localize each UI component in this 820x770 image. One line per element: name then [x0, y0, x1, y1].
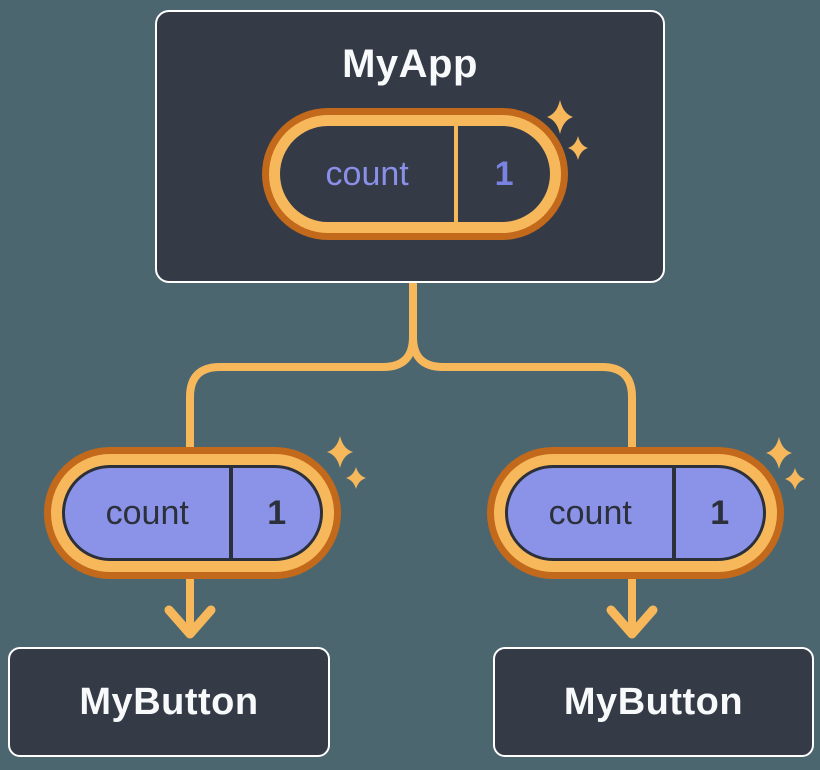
- state-pill-root: count 1: [262, 108, 568, 240]
- node-title: MyApp: [342, 42, 478, 86]
- sparkle-icon: [327, 436, 353, 468]
- prop-pill-ring: count 1: [494, 454, 777, 572]
- arrow-down-icon: [164, 605, 216, 639]
- state-pill-body: count 1: [280, 126, 550, 222]
- sparkle-icon: [346, 467, 366, 489]
- node-title: MyButton: [79, 680, 259, 723]
- prop-name: count: [105, 493, 189, 532]
- child-node-mybutton-right: MyButton: [493, 647, 814, 757]
- pill-divider: [672, 468, 677, 558]
- prop-value: 1: [710, 493, 730, 532]
- sparkle-icon: [766, 437, 792, 469]
- prop-pill-right: count 1: [487, 447, 784, 579]
- state-pill-ring: count 1: [269, 115, 561, 233]
- prop-pill-ring: count 1: [51, 454, 334, 572]
- arrow-down-icon: [606, 605, 658, 639]
- prop-name: count: [548, 493, 632, 532]
- state-name: count: [325, 154, 409, 193]
- prop-pill-body: count 1: [505, 465, 766, 561]
- state-value: 1: [494, 154, 514, 193]
- node-title: MyButton: [563, 680, 744, 723]
- prop-pill-left: count 1: [44, 447, 341, 579]
- sparkle-icon: [785, 468, 805, 490]
- prop-pill-body: count 1: [62, 465, 323, 561]
- pill-divider: [454, 126, 459, 222]
- child-node-mybutton-left: MyButton: [8, 647, 330, 757]
- prop-value: 1: [267, 493, 287, 532]
